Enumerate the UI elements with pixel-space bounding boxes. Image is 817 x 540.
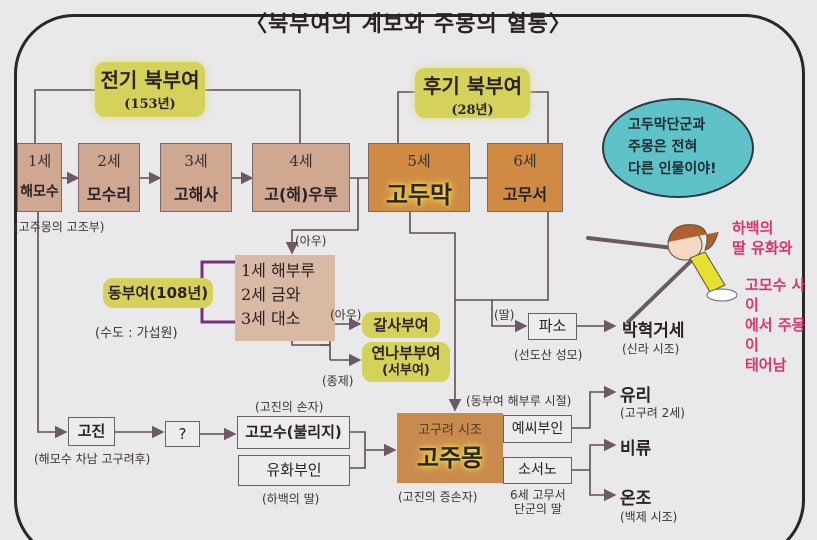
era-early-buyeo: 전기 북부여 (153년)	[95, 62, 205, 117]
branch-sub: (서부여)	[382, 363, 430, 378]
wife-soseono: 소서노	[503, 457, 572, 484]
brother-note: (아우)	[295, 234, 327, 248]
jumong-title: 고구려 시조	[418, 423, 482, 438]
king-item: 1세 해부루	[241, 261, 316, 280]
soseono-note-line: 6세 고무서	[510, 488, 566, 502]
era-name: 후기 북부여	[423, 74, 522, 98]
gen-name: 고두막	[385, 181, 453, 209]
silla-note: (신라 시조)	[622, 342, 680, 356]
speech-line: 다른 인물이야!	[628, 161, 717, 177]
daughter-note: (딸)	[494, 308, 515, 322]
onjo-note: (백제 시조)	[620, 510, 678, 524]
paso-note: (선도산 성모)	[514, 348, 583, 362]
dongbuyeo-capital: (수도 : 가섭원)	[95, 326, 178, 341]
dongbuyeo-label: 동부여(108년)	[103, 278, 213, 308]
yuhwa-box: 유화부인	[238, 455, 350, 486]
gojin-box: 고진	[68, 417, 115, 446]
era-late-buyeo: 후기 북부여 (28년)	[415, 68, 530, 118]
brother-note-2: (아우)	[330, 308, 362, 322]
caption-line: 딸 유화와	[732, 239, 793, 257]
gen-number: 3세	[184, 152, 208, 170]
soseono-note: 6세 고무서 단군의 딸	[510, 488, 566, 516]
gen-number: 4세	[289, 152, 313, 170]
cousin-note: (종제)	[322, 374, 354, 388]
era-name: 전기 북부여	[100, 68, 200, 92]
gen-name: 고무서	[502, 185, 548, 204]
speech-line: 주몽은 전혀	[628, 139, 698, 155]
gen-name: 고해사	[173, 185, 219, 204]
jumong-box: 고구려 시조 고주몽	[397, 413, 503, 483]
soseono-note-line: 단군의 딸	[513, 502, 562, 516]
jumong-name: 고주몽	[416, 444, 484, 472]
rounded-frame	[14, 14, 805, 540]
dongbuyeo-kings-box: 1세 해부루 2세 금와 3세 대소	[235, 255, 335, 341]
child-biryu: 비류	[620, 439, 652, 459]
caption-line: 하백의	[732, 219, 774, 237]
caption-bottom: 고모수 사이 에서 주몽이 태어남	[745, 275, 817, 375]
child-onjo: 온조	[620, 489, 652, 509]
gen-number: 2세	[97, 152, 121, 170]
park-hyeokgeose: 박혁거세	[622, 321, 685, 341]
gomosu-box: 고모수(불리지)	[237, 416, 350, 449]
paso-box: 파소	[528, 313, 577, 340]
gen-number: 5세	[407, 152, 431, 170]
unknown-box: ?	[165, 421, 200, 447]
era-years: (28년)	[451, 103, 494, 118]
king-item: 3세 대소	[241, 309, 301, 328]
haemosu-note: (고주몽의 고조부)	[14, 220, 105, 234]
gen-name: 고(해)우루	[264, 185, 338, 204]
caption-top: 하백의 딸 유화와	[732, 218, 792, 258]
caption-line: 태어남	[745, 356, 787, 374]
reign-note: (동부여 해부루 시절)	[466, 394, 572, 408]
gojin-note: (해모수 차남 고구려후)	[34, 452, 151, 466]
yuri-note: (고구려 2세)	[620, 406, 685, 420]
galsa-buyeo: 갈사부여	[362, 312, 440, 338]
speech-bubble: 고두막단군과 주몽은 전혀 다른 인물이야!	[602, 98, 754, 198]
gomosu-note: (고진의 손자)	[255, 400, 324, 414]
gen-number: 6세	[513, 152, 537, 170]
era-years: (153년)	[124, 97, 176, 112]
yeonnabu-buyeo: 연나부부여 (서부여)	[362, 342, 450, 382]
branch-name: 연나부부여	[371, 344, 441, 362]
girl-illustration	[586, 224, 738, 324]
child-yuri: 유리	[620, 386, 652, 406]
page-title: 〈북부여의 계보와 주몽의 혈통〉	[245, 12, 572, 37]
caption-line: 에서 주몽이	[745, 316, 806, 354]
gen-number: 1세	[27, 152, 52, 170]
gen-name: 해모수	[20, 184, 59, 200]
yuhwa-note: (하백의 딸)	[262, 492, 320, 506]
caption-line: 고모수 사이	[745, 276, 806, 314]
king-item: 2세 금와	[241, 285, 301, 304]
jumong-note: (고진의 증손자)	[398, 490, 478, 504]
wife-yessi: 예씨부인	[503, 415, 572, 443]
speech-line: 고두막단군과	[628, 117, 706, 133]
gen-name: 모수리	[86, 185, 132, 204]
